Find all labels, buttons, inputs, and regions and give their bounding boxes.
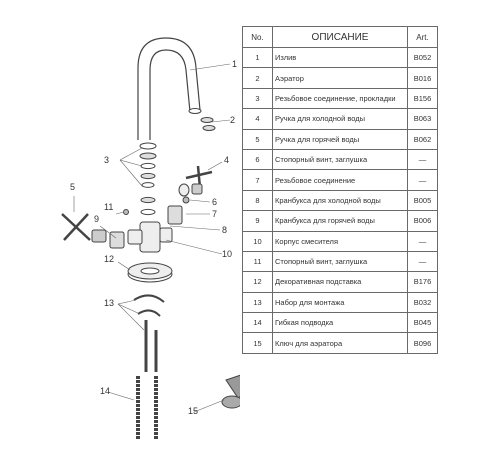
part-description-cell: Кранбукса для горячей воды [272,210,408,232]
part-number-cell: 4 [242,108,273,130]
part-description-cell: Излив [272,46,408,69]
header-number: No. [242,26,273,48]
part-description-cell: Ключ для аэратора [272,332,408,354]
part-number-cell: 7 [242,169,273,191]
part-description-cell: Корпус смесителя [272,230,408,252]
part-article-cell: B045 [407,312,438,334]
callout-7: 7 [212,209,217,219]
part-description-cell: Гибкая подводка [272,312,408,334]
part-article-cell: — [407,148,438,171]
exploded-faucet-diagram: 1 2 3 4 5 6 7 8 9 10 11 12 13 14 15 [61,37,240,440]
part-number-cell: 10 [242,230,273,252]
callout-6: 6 [212,197,217,207]
callout-labels: 1 2 3 4 5 6 7 8 9 10 11 12 13 14 15 [70,59,237,416]
part-description-cell: Ручка для горячей воды [272,128,408,150]
part-article-cell: B062 [407,128,438,150]
mounting-kit-part [133,294,165,372]
part-number-cell: 1 [242,46,273,69]
flexible-hoses-part [136,376,158,440]
callout-13: 13 [104,298,114,308]
spout-part [137,37,202,140]
callout-5: 5 [70,182,75,192]
part-article-cell: — [407,230,438,252]
leader-lines [73,63,231,413]
part-article-cell: B156 [407,87,438,110]
part-number-cell: 6 [242,148,273,171]
faucet-body-part [127,221,173,253]
part-article-cell: B052 [407,46,438,69]
hot-handle-part [61,213,107,243]
callout-15: 15 [188,406,198,416]
part-number-cell: 3 [242,87,273,110]
aerator-key-part [221,374,240,409]
part-number-cell: 9 [242,210,273,232]
aerator-part [200,117,216,131]
part-description-cell: Стопорный винт, заглушка [272,250,408,273]
callout-12: 12 [104,254,114,264]
part-description-cell: Ручка для холодной воды [272,108,408,130]
part-number-cell: 5 [242,128,273,150]
callout-10: 10 [222,249,232,259]
part-article-cell: B016 [407,67,438,89]
part-number-cell: 14 [242,312,273,334]
callout-11: 11 [104,202,113,212]
part-article-cell: B063 [407,108,438,130]
part-description-cell: Кранбукса для холодной воды [272,189,408,212]
table-header-row: No. ОПИСАНИЕ Art. [242,26,438,48]
part-number-cell: 12 [242,271,273,293]
part-description-cell: Декоративная подставка [272,271,408,293]
callout-2: 2 [230,115,235,125]
part-description-cell: Стопорный винт, заглушка [272,148,408,171]
cartridge-parts [109,205,183,249]
part-article-cell: B005 [407,189,438,212]
threaded-rings-part [139,142,157,216]
part-article-cell: — [407,250,438,273]
part-article-cell: — [407,169,438,191]
callout-9: 9 [94,214,99,224]
part-number-cell: 15 [242,332,273,354]
part-description-cell: Набор для монтажа [272,291,408,314]
part-number-cell: 11 [242,250,273,273]
part-article-cell: B096 [407,332,438,354]
part-number-cell: 2 [242,67,273,89]
part-number-cell: 8 [242,189,273,212]
part-article-cell: B006 [407,210,438,232]
set-screw-parts [123,196,190,215]
part-description-cell: Резьбовое соединение, прокладки [272,87,408,110]
part-description-cell: Аэратор [272,67,408,89]
decorative-base-part [127,262,173,283]
header-article: Art. [407,26,438,48]
part-number-cell: 13 [242,291,273,314]
part-article-cell: B176 [407,271,438,293]
cold-handle-part [178,165,213,197]
callout-8: 8 [222,225,227,235]
callout-14: 14 [100,386,110,396]
callout-3: 3 [104,155,109,165]
part-description-cell: Резьбовое соединение [272,169,408,191]
header-description: ОПИСАНИЕ [272,26,408,48]
callout-4: 4 [224,155,229,165]
part-article-cell: B032 [407,291,438,314]
callout-1: 1 [232,59,237,69]
